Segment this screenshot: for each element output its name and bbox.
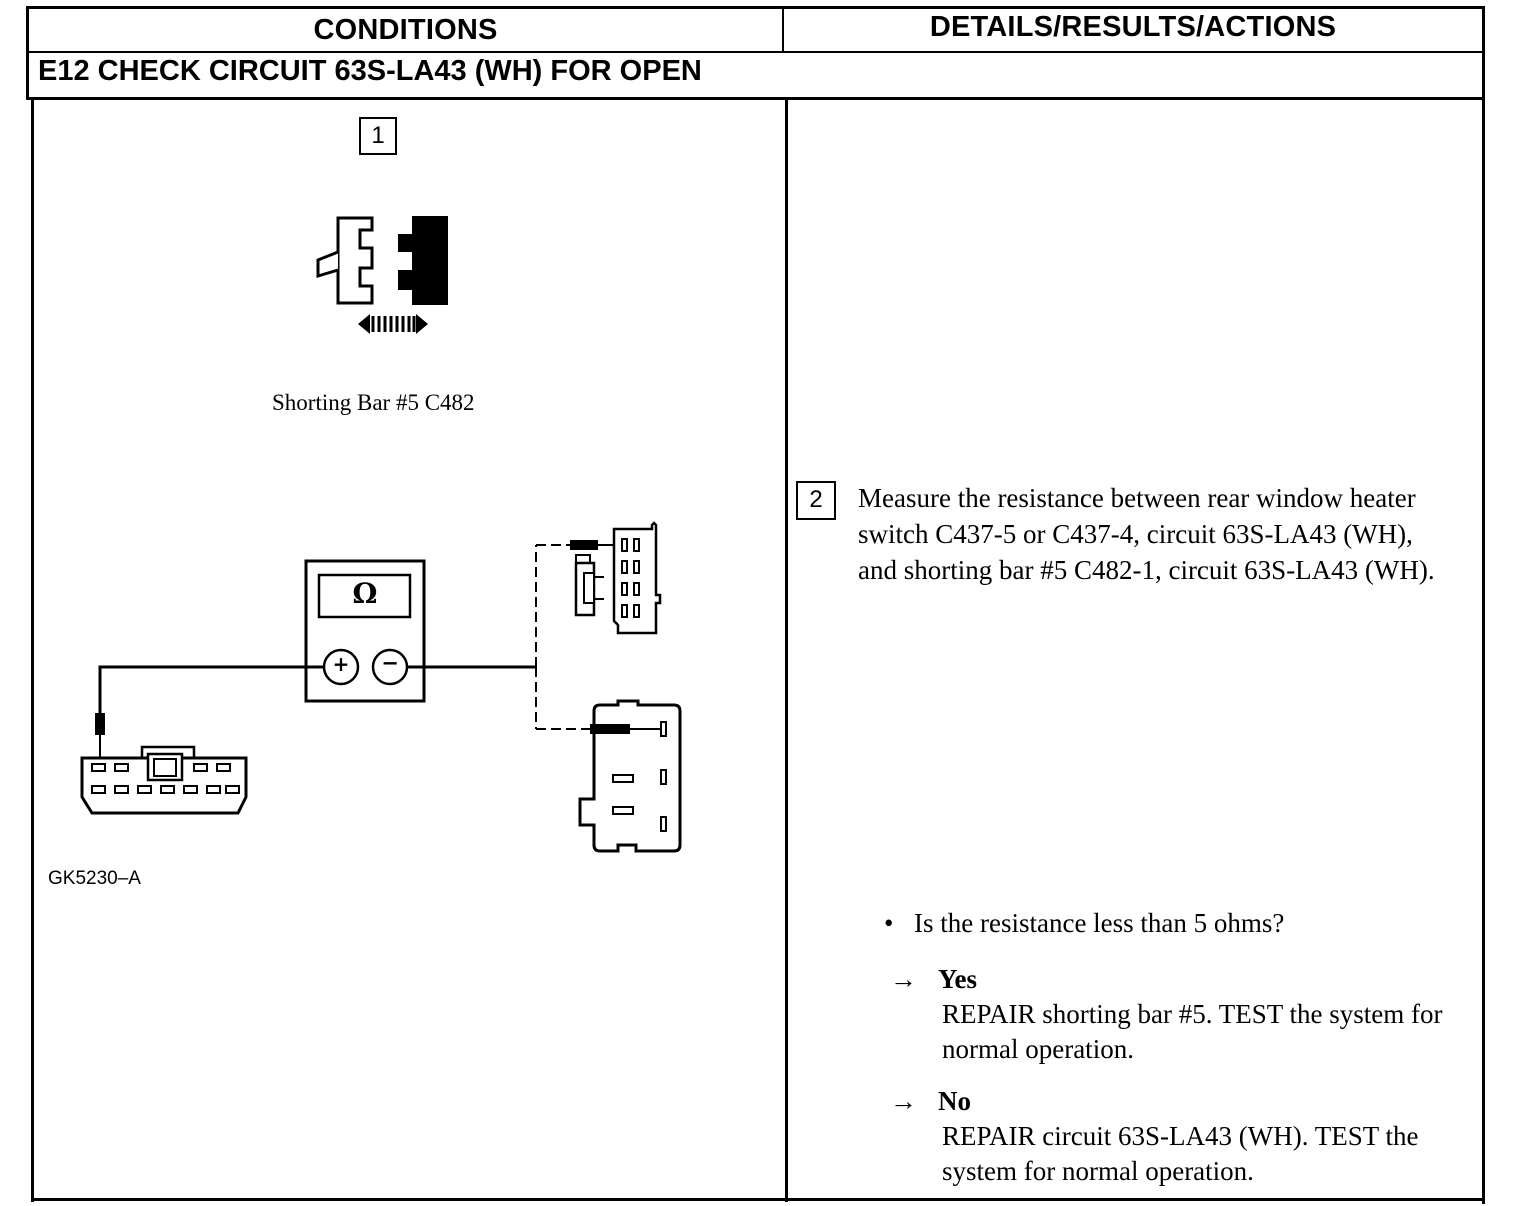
header-divider	[26, 51, 1485, 53]
table-border-left	[26, 8, 29, 100]
details-header: DETAILS/RESULTS/ACTIONS	[929, 11, 1337, 43]
step-2-instruction: Measure the resistance between rear wind…	[858, 483, 1435, 585]
table-border-top	[26, 6, 1485, 9]
step-2-number: 2	[796, 481, 836, 520]
step-1-number: 1	[359, 117, 397, 155]
bullet-icon: •	[884, 908, 894, 938]
arrow-right-icon: →	[890, 1086, 917, 1116]
step-1-caption: Shorting Bar #5 C482	[272, 390, 475, 415]
title-divider	[26, 97, 1485, 100]
table-border-right	[1482, 6, 1485, 1204]
test-step-title: E12 CHECK CIRCUIT 63S-LA43 (WH) FOR OPEN	[38, 55, 702, 87]
arrow-right-icon: →	[890, 964, 917, 994]
figure-id: GK5230–A	[48, 868, 141, 889]
meter-positive-terminal: +	[332, 652, 350, 676]
table-border-left-lower	[31, 98, 34, 1202]
column-divider-top	[782, 6, 784, 53]
table-border-bottom	[31, 1198, 1485, 1201]
ohm-symbol: Ω	[352, 577, 378, 610]
column-divider	[785, 98, 788, 1202]
answer-no: → No REPAIR circuit 63S-LA43 (WH). TEST t…	[890, 1084, 1462, 1189]
answer-no-label: No	[938, 1086, 971, 1116]
meter-negative-terminal: −	[381, 651, 399, 675]
answer-no-action: REPAIR circuit 63S-LA43 (WH). TEST the s…	[942, 1121, 1419, 1186]
resistance-question: • Is the resistance less than 5 ohms?	[884, 908, 1284, 939]
disconnect-connector-icon	[316, 216, 448, 334]
conditions-header: CONDITIONS	[313, 14, 498, 46]
answer-yes: → Yes REPAIR shorting bar #5. TEST the sy…	[890, 962, 1482, 1067]
answer-yes-action: REPAIR shorting bar #5. TEST the system …	[942, 999, 1443, 1064]
ohmmeter-wiring-diagram	[80, 521, 682, 853]
answer-yes-label: Yes	[938, 964, 977, 994]
question-text: Is the resistance less than 5 ohms?	[914, 908, 1285, 938]
